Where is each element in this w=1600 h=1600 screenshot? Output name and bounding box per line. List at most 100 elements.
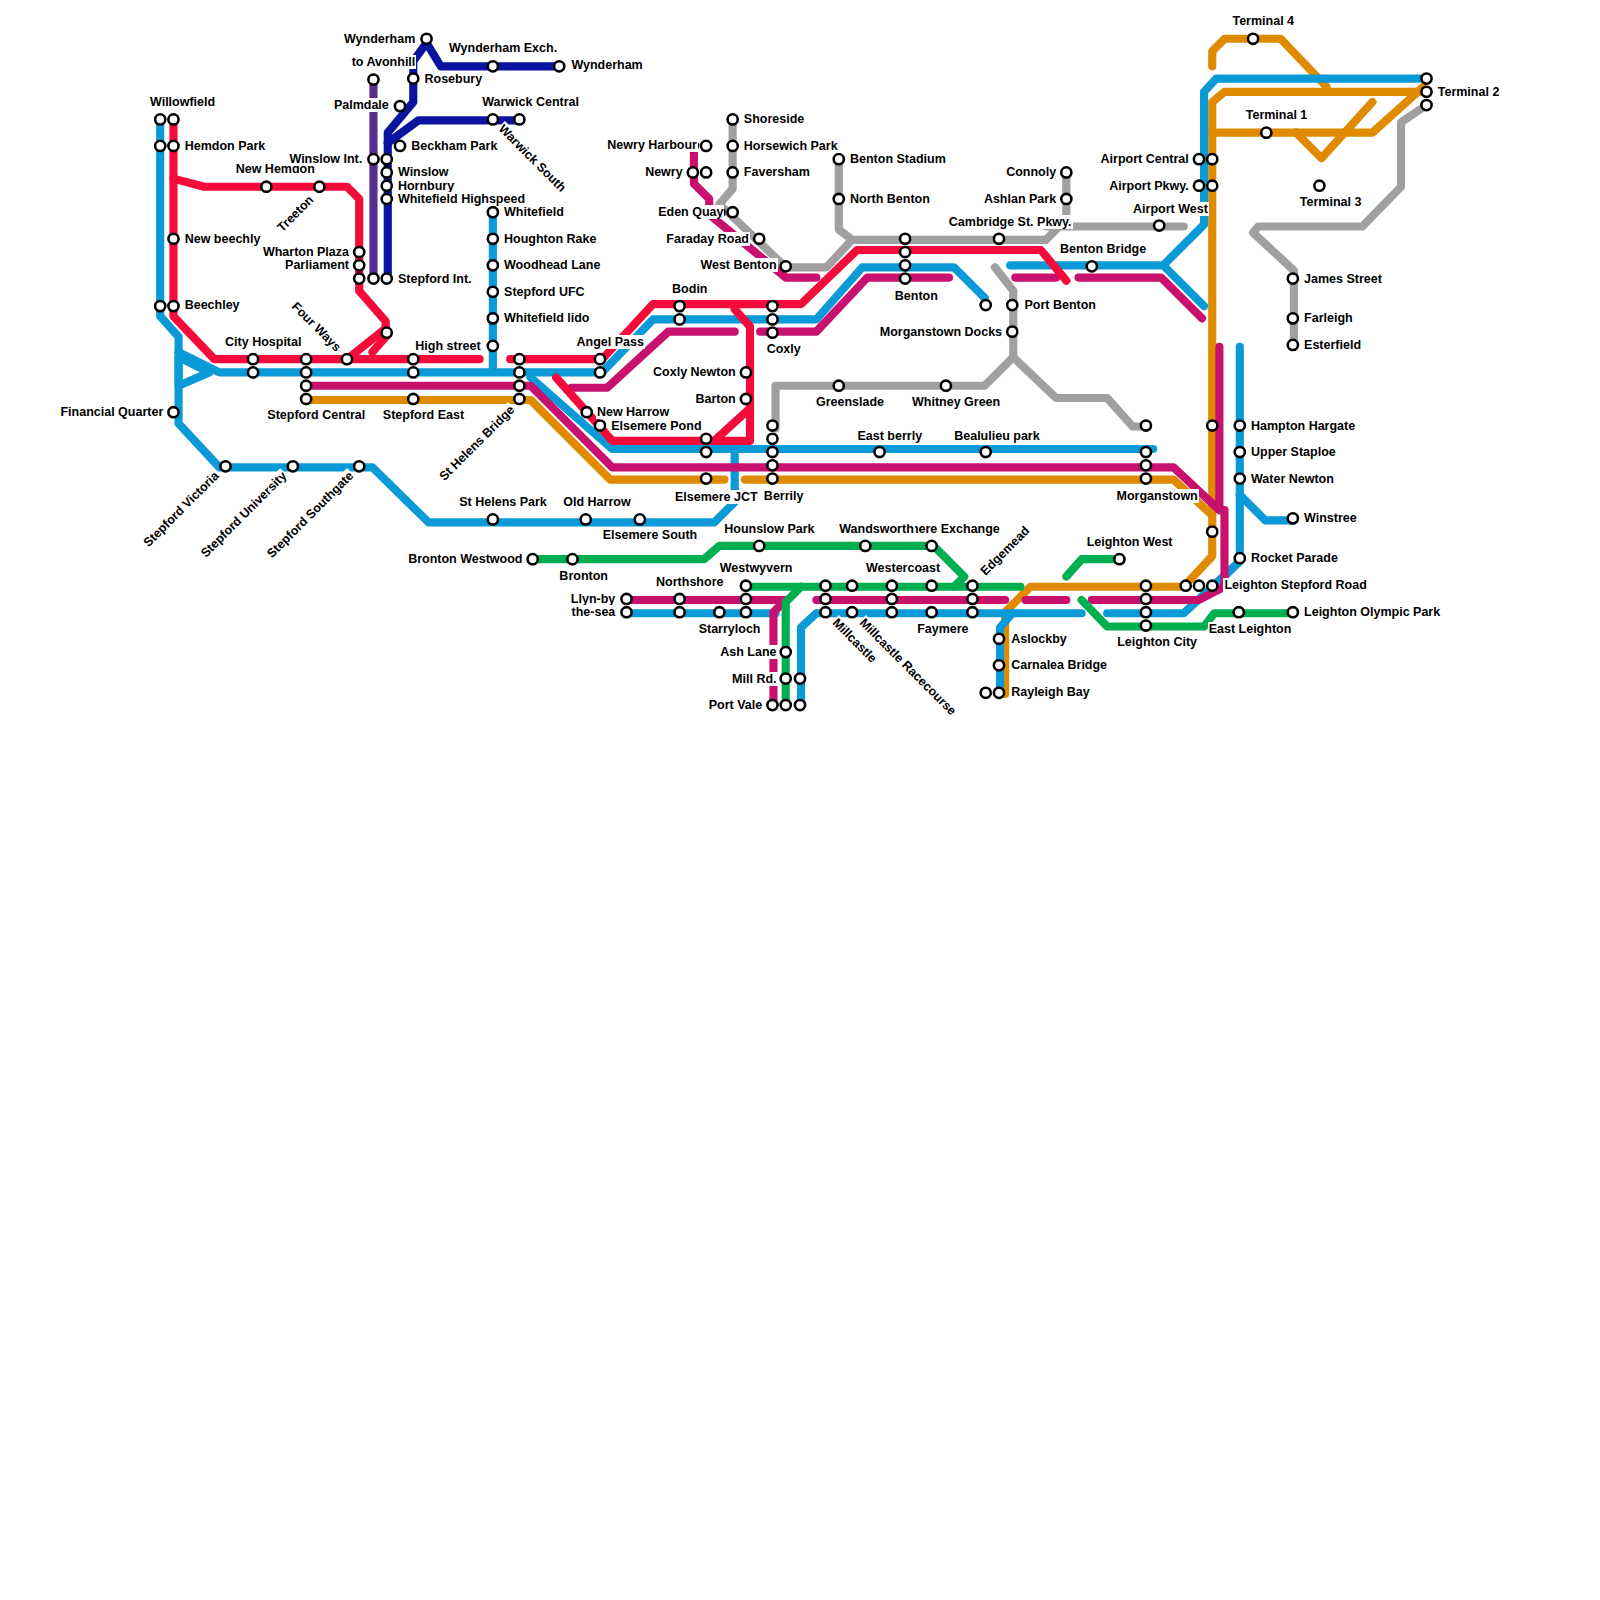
station-dot [1194, 181, 1204, 191]
station-label: Rocket Parade [1250, 551, 1339, 565]
station-dot [820, 607, 830, 617]
station-dot [1235, 420, 1245, 430]
station-dot [168, 301, 178, 311]
station-dot [488, 61, 498, 71]
station-label: Beckham Park [410, 139, 498, 153]
station-dot [834, 381, 844, 391]
station-label: Esterfield [1303, 338, 1362, 352]
station-label: Stepford Central [266, 408, 366, 422]
station-label: Morganstown Docks [879, 325, 1003, 339]
station-dot [314, 182, 324, 192]
station-dot [674, 607, 684, 617]
station-label: Hampton Hargate [1250, 419, 1356, 433]
station-dot [514, 354, 524, 364]
station-dot [488, 341, 498, 351]
station-dot [1235, 447, 1245, 457]
station-dot [168, 407, 178, 417]
station-label: New beechly [184, 232, 262, 246]
station-label: Warwick Central [481, 95, 580, 109]
station-label: Port Benton [1023, 298, 1097, 312]
station-dot [1288, 313, 1298, 323]
station-dot [368, 273, 378, 283]
station-dot [1141, 473, 1151, 483]
station-dot [994, 634, 1004, 644]
station-label: Old Harrow [562, 495, 631, 509]
station-dot [488, 260, 498, 270]
station-dot [820, 581, 830, 591]
station-dot [741, 367, 751, 377]
station-label: East Leighton [1208, 622, 1293, 636]
station-dot [220, 461, 230, 471]
station-dot [741, 581, 751, 591]
station-dot [301, 354, 311, 364]
station-dot [674, 594, 684, 604]
station-dot [767, 328, 777, 338]
station-label: Bodin [671, 282, 708, 296]
station-dot [488, 313, 498, 323]
station-dot [900, 247, 910, 257]
station-dot [927, 581, 937, 591]
station-label: Winstree [1303, 511, 1358, 525]
station-dot [382, 154, 392, 164]
station-label: Hounslow Park [723, 522, 815, 536]
station-dot [900, 260, 910, 270]
station-label: the-sea [571, 605, 617, 619]
station-dot [741, 394, 751, 404]
station-dot [1261, 128, 1271, 138]
station-label: Angel Pass [576, 335, 645, 349]
station-dot [342, 354, 352, 364]
station-dot [1194, 581, 1204, 591]
station-label: Rayleigh Bay [1010, 685, 1091, 699]
station-dot [1141, 447, 1151, 457]
station-dot [635, 514, 645, 524]
station-dot [382, 328, 392, 338]
station-dot [781, 700, 791, 710]
station-label: Upper Staploe [1250, 445, 1337, 459]
station-dot [248, 367, 258, 377]
station-label: Winslow Int. [288, 152, 363, 166]
station-label: Bronton Westwood [407, 552, 523, 566]
station-dot [834, 194, 844, 204]
station-label: Port Vale [708, 698, 764, 712]
station-dot [1421, 73, 1431, 83]
station-dot [1207, 527, 1217, 537]
station-dot [1087, 261, 1097, 271]
station-label: Airport West [1132, 202, 1209, 216]
station-dot [488, 207, 498, 217]
station-dot [1235, 553, 1245, 563]
station-dot [1207, 181, 1217, 191]
station-dot [767, 301, 777, 311]
station-dot [368, 74, 378, 84]
station-dot [1421, 87, 1431, 97]
station-label: Airport Central [1100, 152, 1190, 166]
station-dot [781, 647, 791, 657]
station-label: Eden Quay [657, 205, 724, 219]
station-label: Hemdon Park [184, 139, 267, 153]
station-dot [781, 673, 791, 683]
station-dot [994, 660, 1004, 670]
station-dot [514, 381, 524, 391]
station-label: Elsemere Pond [610, 419, 702, 433]
station-dot [767, 700, 777, 710]
station-dot [301, 367, 311, 377]
station-dot [488, 234, 498, 244]
station-dot [1235, 473, 1245, 483]
station-dot [767, 460, 777, 470]
station-label: Berrily [763, 489, 805, 503]
station-dot [847, 607, 857, 617]
station-dot [1314, 181, 1324, 191]
station-dot [382, 194, 392, 204]
station-dot [301, 381, 311, 391]
station-label: Whitefield [503, 205, 565, 219]
station-dot [382, 273, 392, 283]
station-label: Coxly Newton [652, 365, 737, 379]
station-label: Benton [894, 289, 939, 303]
station-label: Wharton Plaza [262, 245, 350, 259]
station-dot [981, 447, 991, 457]
station-label: Leighton City [1116, 635, 1198, 649]
station-label: Westercoast [865, 561, 941, 575]
station-dot [1234, 607, 1244, 617]
station-dot [701, 434, 711, 444]
station-label: Starryloch [698, 622, 762, 636]
station-dot [514, 367, 524, 377]
